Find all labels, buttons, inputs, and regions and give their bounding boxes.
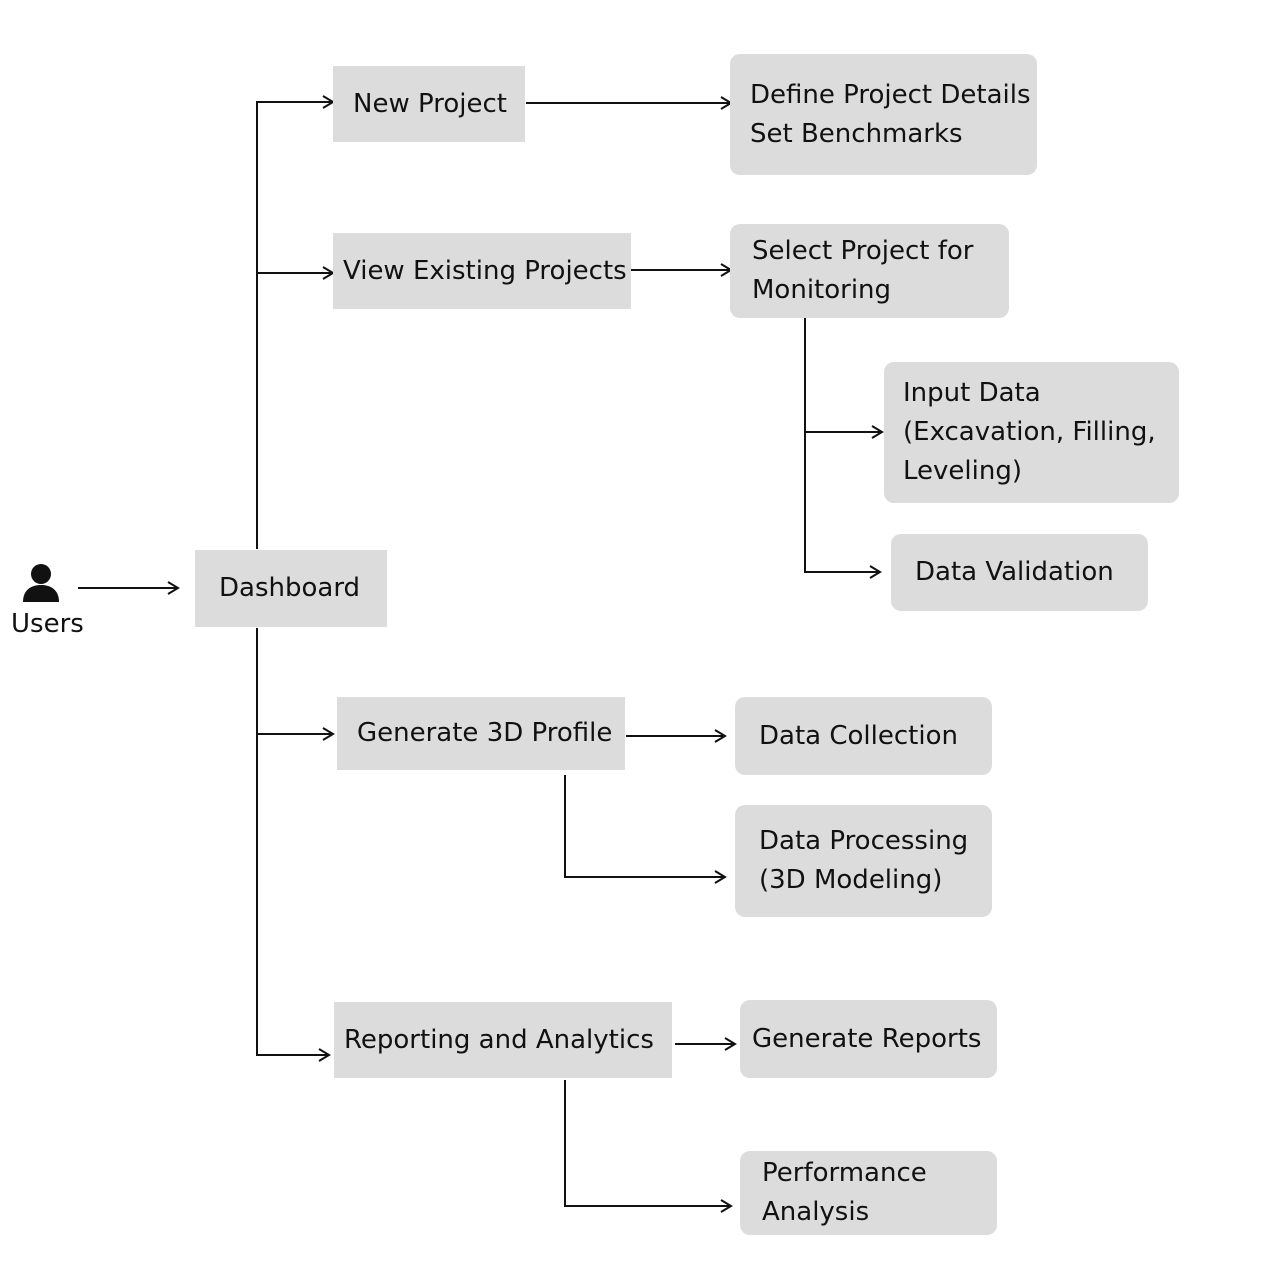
data-processing-box: Data Processing (3D Modeling) [735,805,992,917]
data-processing-line-1: Data Processing [759,826,969,856]
performance-analysis-box: Performance Analysis [740,1151,997,1235]
data-collection-box: Data Collection [735,697,992,775]
new-project-box: New Project [333,66,525,142]
data-collection-label: Data Collection [759,720,958,751]
data-validation-label: Data Validation [915,557,1114,587]
view-existing-projects-label: View Existing Projects [343,255,627,286]
generate-reports-label: Generate Reports [752,1023,982,1054]
data-validation-box: Data Validation [891,534,1148,611]
reporting-analytics-box: Reporting and Analytics [334,1002,672,1078]
new-project-label: New Project [353,88,507,119]
set-benchmarks-line: Set Benchmarks [750,118,963,149]
data-processing-line-2: (3D Modeling) [759,865,943,895]
generate-reports-box: Generate Reports [740,1000,997,1078]
define-project-details-line: Define Project Details [750,79,1031,110]
reporting-analytics-label: Reporting and Analytics [344,1024,654,1055]
generate-3d-profile-box: Generate 3D Profile [337,697,625,770]
dashboard-label: Dashboard [219,573,361,603]
performance-line-2: Analysis [762,1197,870,1227]
input-data-line-3: Leveling) [903,456,1022,486]
input-data-line-2: (Excavation, Filling, [903,417,1156,447]
select-project-line-1: Select Project for [752,236,974,266]
select-project-box: Select Project for Monitoring [730,224,1009,318]
define-project-details-box: Define Project Details Set Benchmarks [730,54,1037,175]
generate-3d-profile-label: Generate 3D Profile [357,718,613,748]
input-data-box: Input Data (Excavation, Filling, Levelin… [884,362,1179,503]
input-data-line-1: Input Data [903,378,1041,408]
dashboard-box: Dashboard [195,550,387,627]
view-existing-projects-box: View Existing Projects [333,233,631,309]
select-project-line-2: Monitoring [752,275,892,305]
user-icon [23,564,59,602]
performance-line-1: Performance [762,1158,927,1188]
users-label: Users [11,609,84,639]
